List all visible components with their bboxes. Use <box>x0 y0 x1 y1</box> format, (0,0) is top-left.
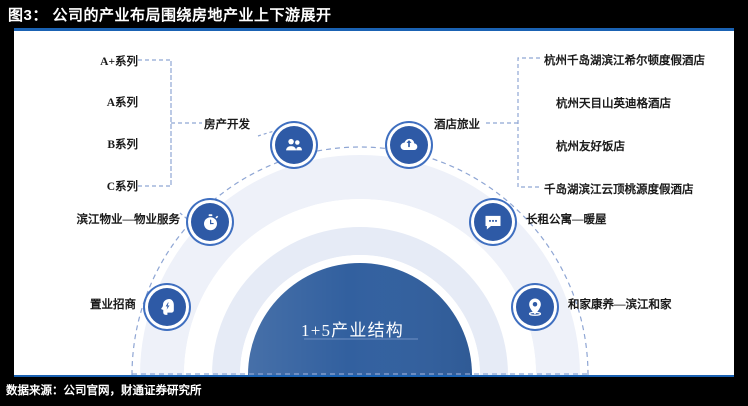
label-property-development: 房产开发 <box>204 119 250 131</box>
label-hotel-0: 杭州千岛湖滨江希尔顿度假酒店 <box>544 55 705 67</box>
node-property-service[interactable] <box>191 203 229 241</box>
dashed-node-arc <box>131 146 589 375</box>
footer-bar <box>0 375 748 406</box>
location-pin-icon <box>525 297 545 317</box>
label-property-service: 滨江物业—物业服务 <box>76 214 181 226</box>
connector-tick-b <box>179 212 193 224</box>
label-hotel-2: 杭州友好饭店 <box>556 141 625 153</box>
label-health-care: 和家康养—滨江和家 <box>568 299 672 311</box>
label-product-series-1: A系列 <box>106 97 138 109</box>
page-title: 图3： 公司的产业布局围绕房地产业上下游展开 <box>8 7 332 24</box>
title-bar: 图3： 公司的产业布局围绕房地产业上下游展开 <box>0 0 748 32</box>
label-product-series-0: A+系列 <box>100 56 138 68</box>
source-note: 数据来源：公司官网，财通证券研究所 <box>6 385 202 397</box>
title-underline-rule <box>14 28 734 31</box>
hotels-bracket <box>484 57 540 188</box>
node-hotel-tourism[interactable] <box>390 126 428 164</box>
label-product-series-2: B系列 <box>107 139 138 151</box>
node-long-term-apartment[interactable] <box>474 203 512 241</box>
mid-gap-band <box>184 199 536 375</box>
label-product-series-3: C系列 <box>106 181 138 193</box>
center-label: 1+5产业结构 <box>301 321 404 340</box>
node-real-estate-investment[interactable] <box>148 288 186 326</box>
node-health-care[interactable] <box>516 288 554 326</box>
label-real-estate-investment: 置业招商 <box>90 299 136 311</box>
inner-ring-band <box>212 227 508 375</box>
label-hotel-tourism: 酒店旅业 <box>434 119 480 131</box>
footer-rule <box>14 375 734 377</box>
node-property-development[interactable] <box>275 126 313 164</box>
chat-bubble-icon <box>483 212 503 232</box>
figure-canvas: A+系列 A系列 B系列 C系列 房产开发 滨江物业—物业服务 置业招商 酒店旅… <box>14 31 734 375</box>
product-series-bracket <box>138 59 202 187</box>
label-long-term-apartment: 长租公寓—暖屋 <box>526 214 607 226</box>
label-hotel-1: 杭州天目山英迪格酒店 <box>556 98 671 110</box>
diagram-vector-layer <box>131 57 589 375</box>
stopwatch-icon <box>201 213 220 232</box>
outer-ring-band <box>140 155 580 375</box>
core-dome-shading <box>248 263 472 375</box>
head-idea-icon <box>157 297 177 317</box>
left-margin-band <box>0 31 14 375</box>
right-margin-band <box>734 31 748 375</box>
cloud-upload-icon <box>399 135 419 155</box>
users-icon <box>284 135 304 155</box>
connector-tick-a <box>257 130 275 137</box>
label-hotel-3: 千岛湖滨江云顶桃源度假酒店 <box>544 184 694 196</box>
